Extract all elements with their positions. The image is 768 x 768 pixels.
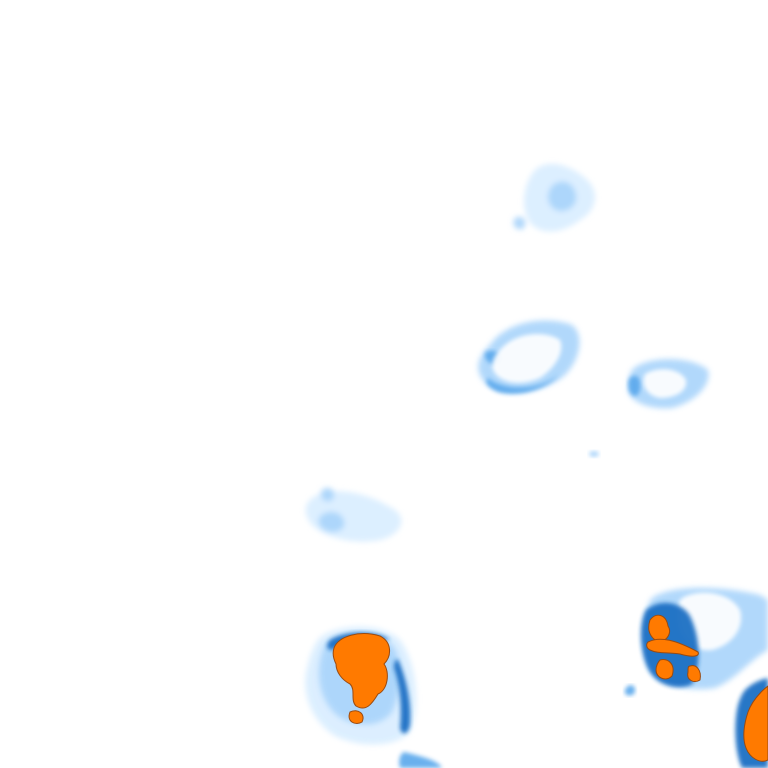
precip-speck-1 bbox=[589, 451, 599, 457]
precip-cell-3 bbox=[628, 359, 709, 409]
precip-cell-2 bbox=[478, 320, 580, 394]
precip-cell-1 bbox=[513, 163, 596, 232]
precip-cell-6 bbox=[624, 587, 768, 768]
precip-cell-4 bbox=[305, 487, 402, 542]
precip-cell-5 bbox=[305, 626, 442, 768]
